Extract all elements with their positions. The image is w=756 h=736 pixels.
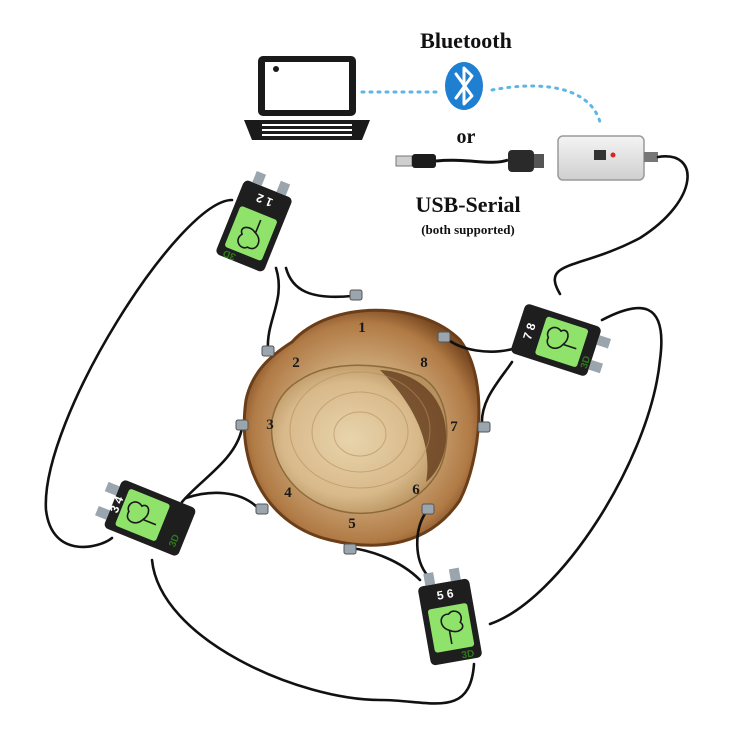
bluetooth-icon	[445, 62, 483, 110]
sensor-pin-1	[349, 289, 363, 301]
module-7-8-numbers: 7 8	[520, 321, 539, 342]
module-5-6-numbers: 5 6	[436, 586, 455, 603]
cable-module-1-2-to-3-4	[44, 198, 234, 549]
module-3-4-numbers: 3 4	[107, 494, 126, 515]
module-1-2-badge: 3D	[222, 247, 238, 262]
sensor-number-3: 3	[266, 417, 274, 433]
sensor-pin-3	[235, 419, 249, 431]
module-5-6-badge: 3D	[461, 648, 476, 661]
laptop-icon	[244, 56, 370, 140]
sensor-number-2: 2	[292, 355, 300, 371]
sensor-number-6: 6	[412, 482, 420, 498]
sensor-pin-6	[421, 503, 435, 515]
module-3-4-badge: 3D	[167, 533, 182, 549]
cable-sensor-2	[266, 266, 281, 352]
sensor-number-1: 1	[358, 320, 366, 336]
sensor-pin-5	[343, 543, 357, 555]
sensor-pin-7	[477, 421, 491, 433]
usb-serial-cable-icon	[395, 150, 544, 172]
cable-sensor-4	[184, 491, 260, 510]
bluetooth-label: Bluetooth	[420, 28, 512, 53]
sensor-number-5: 5	[348, 516, 356, 532]
or-label: or	[457, 126, 476, 148]
usb-serial-label: USB-Serial	[415, 192, 520, 217]
cable-module-5-6-to-7-8	[488, 306, 663, 626]
sensor-pin-4	[255, 503, 269, 515]
bluetooth-link-right	[490, 84, 602, 124]
sensor-pin-2	[261, 345, 275, 357]
cable-box-to-module-7-8	[553, 155, 689, 296]
module-5-6: 5 6 3D	[418, 567, 482, 666]
module-7-8: 7 8 3D	[511, 304, 612, 376]
sensor-number-8: 8	[420, 355, 428, 371]
cable-sensor-3	[180, 426, 244, 504]
module-3-4: 3 4 3D	[95, 480, 196, 556]
interface-box	[557, 135, 658, 181]
cable-sensor-7	[480, 360, 514, 428]
sensor-number-4: 4	[284, 485, 292, 501]
sensor-number-7: 7	[450, 419, 458, 435]
module-1-2: 1 2 3D	[216, 171, 292, 272]
cable-sensor-8	[444, 336, 518, 353]
cable-sensor-6	[415, 510, 430, 578]
sensor-pin-8	[437, 331, 451, 343]
usb-serial-note: (both supported)	[421, 222, 515, 237]
cable-module-3-4-to-5-6	[150, 558, 476, 705]
cable-sensor-1	[284, 266, 354, 299]
tree-cross-section	[242, 308, 481, 547]
cable-sensor-5	[348, 546, 422, 582]
module-1-2-numbers: 1 2	[254, 190, 275, 209]
